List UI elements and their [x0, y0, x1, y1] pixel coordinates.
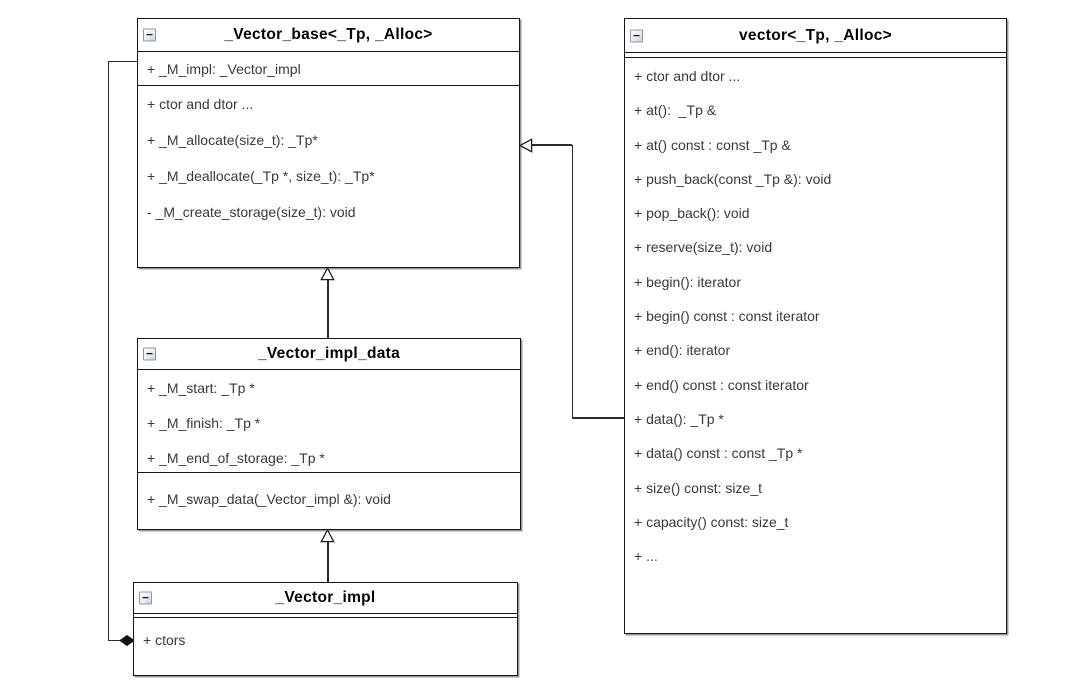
inheritance-triangle-left-icon: [519, 138, 533, 153]
class-title: _Vector_base<_Tp, _Alloc>: [224, 26, 433, 43]
inheritance-line-impl-to-impldata: [327, 534, 329, 582]
method-row: + end(): iterator: [634, 342, 731, 359]
method-row: + end() const : const iterator: [634, 376, 809, 393]
attribute-row: + _M_impl: _Vector_impl: [147, 61, 301, 77]
method-row: + size() const: size_t: [634, 479, 762, 496]
methods-compartment: + ctors: [134, 618, 517, 657]
composition-line-bottom: [108, 640, 123, 642]
method-row: + data(): _Tp *: [634, 410, 724, 427]
class-box-vector[interactable]: − vector<_Tp, _Alloc> + ctor and dtor ..…: [624, 18, 1007, 634]
method-row: + begin() const : const iterator: [634, 308, 820, 325]
attribute-row: + _M_finish: _Tp *: [147, 415, 261, 431]
composition-line-top: [108, 61, 137, 63]
class-title: vector<_Tp, _Alloc>: [738, 26, 892, 44]
method-row: + ctors: [143, 632, 186, 648]
method-row: + reserve(size_t): void: [634, 239, 773, 256]
methods-compartment: + ctor and dtor ... + at(): _Tp & + at()…: [625, 58, 1006, 573]
inheritance-line-vector-horizontal: [572, 417, 625, 419]
method-row: + _M_swap_data(_Vector_impl &): void: [147, 491, 391, 507]
attributes-compartment-empty: [625, 53, 1006, 58]
method-row: + data() const : const _Tp *: [634, 445, 803, 462]
method-row: + capacity() const: size_t: [634, 513, 789, 530]
class-box-vector-base[interactable]: − _Vector_base<_Tp, _Alloc> + _M_impl: _…: [137, 18, 520, 268]
composition-line-vertical: [108, 61, 110, 641]
method-row: + at() const : const _Tp &: [634, 136, 791, 153]
attribute-row: + _M_start: _Tp *: [147, 380, 255, 396]
inheritance-triangle-up-icon: [320, 529, 335, 543]
method-row: + push_back(const _Tp &): void: [634, 170, 832, 187]
method-row: + at(): _Tp &: [634, 102, 717, 119]
method-row: + ctor and dtor ...: [634, 68, 741, 84]
attribute-row: + _M_end_of_storage: _Tp *: [147, 450, 325, 466]
inheritance-triangle-up-icon: [320, 267, 335, 281]
method-row: + ctor and dtor ...: [147, 96, 254, 112]
method-row: + _M_deallocate(_Tp *, size_t): _Tp*: [147, 168, 375, 184]
methods-compartment: + ctor and dtor ... + _M_allocate(size_t…: [138, 86, 519, 230]
method-row: + begin(): iterator: [634, 273, 741, 290]
inheritance-line-vector-top: [531, 144, 572, 146]
attributes-compartment: + _M_impl: _Vector_impl: [138, 52, 519, 86]
class-header-vector-impl-data: − _Vector_impl_data: [138, 339, 520, 370]
inheritance-line-vector-vertical: [571, 144, 573, 419]
methods-compartment: + _M_swap_data(_Vector_impl &): void: [138, 473, 520, 516]
class-title: _Vector_impl: [275, 589, 376, 606]
class-title: _Vector_impl_data: [257, 345, 401, 362]
attributes-compartment-empty: [134, 614, 517, 618]
method-row: + pop_back(): void: [634, 205, 750, 222]
collapse-icon[interactable]: −: [143, 28, 156, 42]
method-row: + ...: [634, 548, 658, 565]
inheritance-line-impldata-to-base: [327, 272, 329, 338]
class-header-vector: − vector<_Tp, _Alloc>: [625, 19, 1006, 53]
method-row: - _M_create_storage(size_t): void: [147, 204, 356, 220]
collapse-icon[interactable]: −: [143, 347, 156, 361]
class-box-vector-impl-data[interactable]: − _Vector_impl_data + _M_start: _Tp * + …: [137, 338, 521, 530]
method-row: + _M_allocate(size_t): _Tp*: [147, 132, 318, 148]
class-header-vector-base: − _Vector_base<_Tp, _Alloc>: [138, 19, 519, 52]
class-header-vector-impl: − _Vector_impl: [134, 583, 517, 614]
collapse-icon[interactable]: −: [630, 29, 643, 42]
class-box-vector-impl[interactable]: − _Vector_impl + ctors: [133, 582, 518, 676]
collapse-icon[interactable]: −: [139, 591, 152, 605]
attributes-compartment: + _M_start: _Tp * + _M_finish: _Tp * + _…: [138, 370, 520, 473]
